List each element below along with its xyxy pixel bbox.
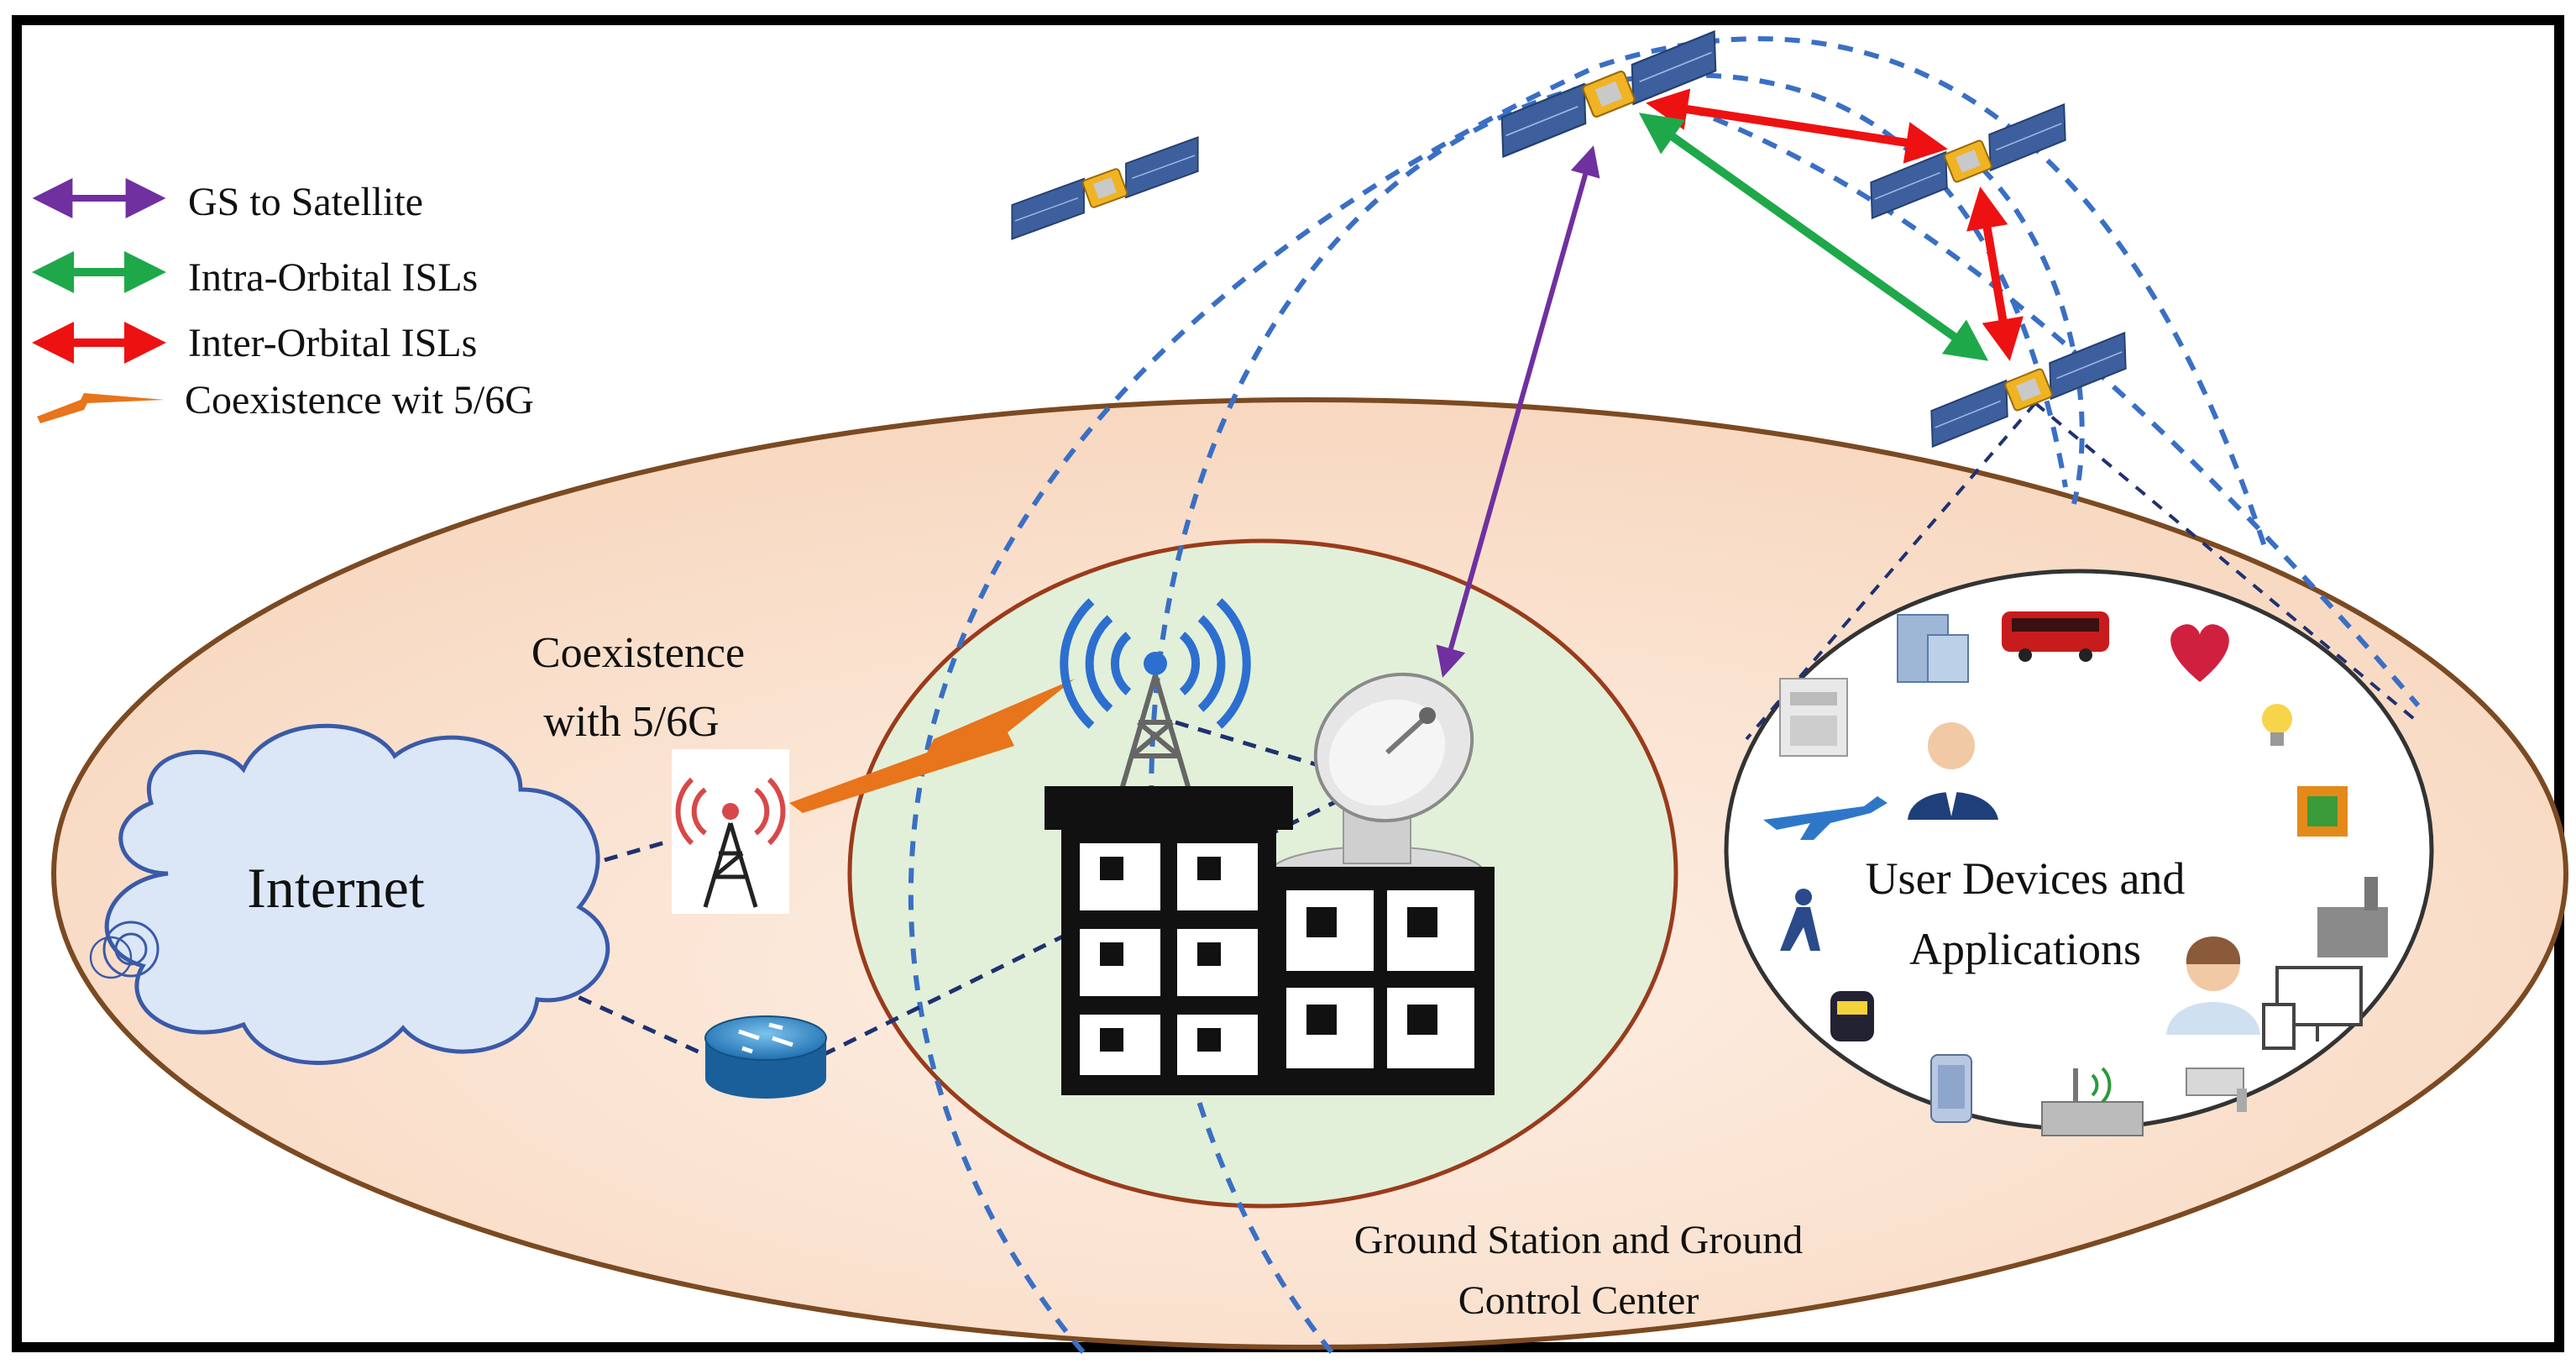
person-icon — [1908, 722, 1998, 820]
ground-station-label-line2: Control Center — [1458, 1278, 1699, 1323]
user-devices-icon — [1763, 611, 2388, 1136]
cloud-icon — [89, 723, 610, 1065]
train-icon — [1830, 991, 1874, 1041]
building-icon — [1045, 786, 1495, 1095]
router-icon — [704, 1015, 827, 1099]
walker-icon — [1780, 889, 1820, 951]
wifi-router-icon — [2041, 1067, 2144, 1136]
bus-icon — [2002, 611, 2109, 662]
bulb-icon — [2262, 704, 2292, 746]
factory-icon — [2317, 877, 2388, 957]
user-devices-zone — [1724, 569, 2434, 1131]
server-icon — [1897, 614, 1969, 683]
coexistence-lightning — [789, 679, 1075, 813]
radio-tower-icon — [672, 749, 789, 914]
chip-icon — [2297, 786, 2348, 837]
legend-intra-label: Intra-Orbital ISLs — [188, 255, 478, 300]
legend-gs-label: GS to Satellite — [188, 180, 423, 224]
legend: GS to Satellite Intra-Orbital ISLs Inter… — [32, 178, 534, 423]
support-agent-icon — [2166, 936, 2260, 1035]
ground-station-label-line1: Ground Station and Ground — [1354, 1218, 1804, 1262]
camera-icon — [2186, 1068, 2247, 1112]
satellite-beam-lines — [1745, 401, 2420, 741]
user-devices-label-line1: User Devices and — [1866, 853, 2186, 904]
gs-to-satellite-link — [1436, 145, 1600, 678]
computer-icon — [2262, 966, 2363, 1050]
user-devices-label-line2: Applications — [1909, 924, 2141, 974]
legend-coexistence-bolt — [37, 393, 165, 423]
airplane-icon — [1763, 796, 1887, 840]
phone-icon — [1930, 1054, 1972, 1123]
legend-coexistence-label: Coexistence wit 5/6G — [185, 378, 534, 422]
cell-tower-icon — [1060, 598, 1251, 796]
heart-icon — [2170, 624, 2229, 682]
coexistence-label-line1: Coexistence — [531, 629, 745, 677]
coexistence-label-line2: with 5/6G — [543, 698, 719, 746]
appliance-icon — [1779, 678, 1848, 757]
legend-inter-label: Inter-Orbital ISLs — [188, 321, 477, 365]
internet-label: Internet — [247, 856, 425, 920]
intra-orbital-link — [1638, 113, 1989, 361]
